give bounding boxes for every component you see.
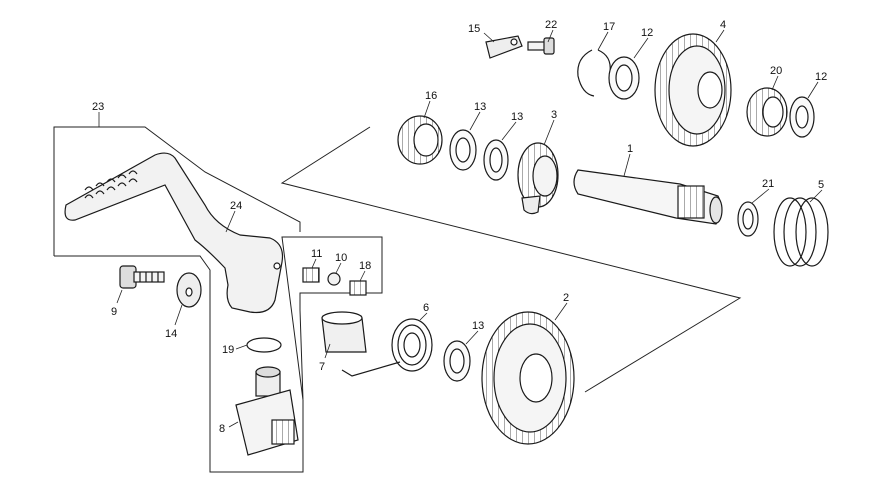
ball-10 [327, 272, 341, 286]
washer-13-b-hole [489, 147, 503, 173]
callout-13-b: 13 [511, 111, 523, 123]
callout-5: 5 [818, 179, 824, 191]
gear-2 [481, 311, 575, 445]
kick-spring-6 [341, 318, 433, 377]
washer-12-a-hole [615, 64, 633, 92]
washer-21-hole [742, 208, 754, 230]
group-23-frame-lower [54, 255, 304, 473]
ratchet-3 [517, 142, 559, 215]
callout-13-a: 13 [474, 101, 486, 113]
callout-24: 24 [230, 200, 242, 212]
callout-17: 17 [603, 21, 615, 33]
washer-12-b-hole [795, 105, 809, 129]
callout-10: 10 [335, 252, 347, 264]
washer-13-lower-hole [449, 348, 465, 374]
leader-lines [98, 29, 823, 428]
callout-14: 14 [165, 328, 177, 340]
gear-4 [654, 33, 732, 147]
kick-boss-8 [235, 366, 299, 456]
circlip-17 [577, 49, 611, 97]
washer-14 [176, 272, 202, 308]
callout-2: 2 [563, 292, 569, 304]
bolt-9 [119, 265, 165, 289]
kickstart-shaft-1 [573, 169, 723, 225]
lever-grip-ridges [84, 170, 138, 199]
needle-bearing-20 [746, 87, 788, 137]
callout-11: 11 [311, 248, 322, 260]
callout-20: 20 [770, 65, 782, 77]
callout-12-top: 12 [641, 27, 653, 39]
callout-13-c: 13 [472, 320, 484, 332]
callout-7: 7 [319, 361, 325, 373]
callout-23: 23 [92, 101, 104, 113]
callout-19: 19 [222, 344, 234, 356]
callout-6: 6 [423, 302, 429, 314]
callout-18: 18 [359, 260, 371, 272]
washer-13-a-hole [455, 137, 471, 163]
o-ring-19 [246, 337, 282, 353]
callout-21: 21 [762, 178, 774, 190]
callout-1: 1 [627, 143, 633, 155]
callout-16: 16 [425, 90, 437, 102]
callout-8: 8 [219, 423, 225, 435]
kick-lever [64, 152, 284, 314]
group-11-10-18-frame [281, 236, 383, 401]
bush-7 [321, 311, 367, 353]
callout-3: 3 [551, 109, 557, 121]
screw-22 [527, 37, 555, 55]
callout-9: 9 [111, 306, 117, 318]
callout-22: 22 [545, 19, 557, 31]
callout-4: 4 [720, 19, 726, 31]
coil-spring-5 [773, 197, 829, 267]
plunger-18 [349, 280, 367, 296]
callout-12-right: 12 [815, 71, 827, 83]
shaft-group-frame [280, 126, 742, 393]
callout-labels: 15 22 17 12 4 20 12 16 13 13 3 1 21 5 23… [92, 19, 827, 435]
spring-11 [302, 267, 320, 283]
plate-15 [485, 35, 523, 59]
callout-15: 15 [468, 23, 480, 35]
group-23-frame [53, 126, 301, 256]
needle-bearing-16 [397, 115, 443, 165]
